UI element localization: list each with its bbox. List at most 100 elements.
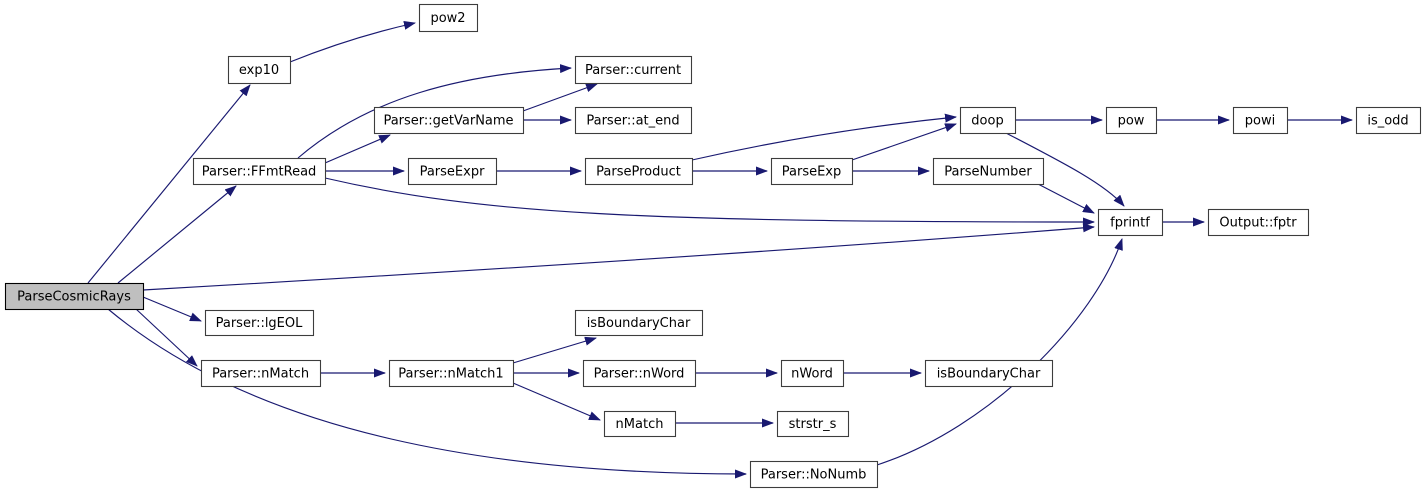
node-label-isBoundaryChar2: isBoundaryChar bbox=[937, 367, 1041, 382]
node-box-FFmtRead[interactable] bbox=[192, 157, 327, 186]
node-label-strstr_s: strstr_s bbox=[789, 417, 837, 432]
node-lgEOL[interactable]: Parser::lgEOL bbox=[204, 309, 315, 337]
node-label-nMatchG: nMatch bbox=[616, 417, 664, 432]
node-label-FFmtRead: Parser::FFmtRead bbox=[202, 165, 317, 180]
node-nMatchG[interactable]: nMatch bbox=[603, 410, 677, 438]
node-ParseProduct[interactable]: ParseProduct bbox=[584, 157, 694, 186]
node-exp10[interactable]: exp10 bbox=[227, 55, 292, 85]
node-box-nMatch1[interactable] bbox=[388, 359, 515, 388]
node-label-current: Parser::current bbox=[585, 63, 681, 78]
node-label-getVarName: Parser::getVarName bbox=[383, 114, 513, 129]
node-label-ParseCosmicRays: ParseCosmicRays bbox=[17, 290, 131, 305]
edge-FFmtRead-to-getVarName bbox=[324, 134, 391, 164]
node-label-ParseNumber: ParseNumber bbox=[944, 165, 1032, 180]
edge-doop-to-fprintf bbox=[1005, 132, 1125, 207]
edge-FFmtRead-to-fprintf bbox=[324, 177, 1095, 227]
node-ParseNumber[interactable]: ParseNumber bbox=[932, 157, 1045, 186]
edge-ParseCosmicRays-to-lgEOL bbox=[142, 296, 202, 322]
node-ParseExpr[interactable]: ParseExpr bbox=[407, 157, 498, 186]
node-box-lgEOL[interactable] bbox=[204, 309, 315, 337]
node-label-nWordP: Parser::nWord bbox=[594, 367, 685, 382]
node-label-isBoundaryChar1: isBoundaryChar bbox=[587, 316, 691, 331]
node-is_odd[interactable]: is_odd bbox=[1355, 106, 1422, 135]
node-box-ParseCosmicRays bbox=[4, 282, 145, 311]
node-box-pow[interactable] bbox=[1105, 106, 1158, 135]
node-ParseExp[interactable]: ParseExp bbox=[770, 157, 854, 186]
node-label-nMatchP: Parser::nMatch bbox=[212, 367, 309, 382]
edge-nMatch1-to-nMatchG bbox=[512, 382, 601, 421]
node-pow2[interactable]: pow2 bbox=[418, 3, 479, 33]
edge-ParseCosmicRays-to-exp10 bbox=[87, 84, 251, 284]
node-box-doop[interactable] bbox=[959, 106, 1017, 135]
node-label-nWord: nWord bbox=[791, 367, 833, 382]
node-nMatch1[interactable]: Parser::nMatch1 bbox=[388, 359, 515, 388]
node-label-at_end: Parser::at_end bbox=[586, 114, 679, 129]
node-box-ParseExpr[interactable] bbox=[407, 157, 498, 186]
edge-ParseExp-to-doop bbox=[851, 123, 957, 161]
node-label-powi: powi bbox=[1245, 114, 1275, 129]
node-label-ParseExpr: ParseExpr bbox=[420, 165, 485, 180]
edge-ParseProduct-to-doop bbox=[691, 113, 957, 161]
node-fprintf[interactable]: fprintf bbox=[1097, 208, 1164, 237]
node-box-OutputFptr[interactable] bbox=[1207, 208, 1310, 237]
node-box-ParseProduct[interactable] bbox=[584, 157, 694, 186]
node-powi[interactable]: powi bbox=[1232, 106, 1289, 135]
node-label-nMatch1: Parser::nMatch1 bbox=[398, 367, 503, 382]
edge-ParseCosmicRays-to-nMatchP bbox=[135, 308, 198, 367]
edge-nMatch1-to-isBoundaryChar1 bbox=[512, 336, 597, 364]
node-box-exp10[interactable] bbox=[227, 55, 292, 85]
node-doop[interactable]: doop bbox=[959, 106, 1017, 135]
node-label-pow2: pow2 bbox=[430, 11, 465, 26]
node-label-NoNumb: Parser::NoNumb bbox=[761, 468, 867, 483]
node-OutputFptr[interactable]: Output::fptr bbox=[1207, 208, 1310, 237]
node-box-at_end[interactable] bbox=[574, 106, 693, 135]
node-label-is_odd: is_odd bbox=[1367, 114, 1408, 129]
edge-ParseCosmicRays-to-NoNumb bbox=[107, 308, 747, 479]
node-isBoundaryChar1[interactable]: isBoundaryChar bbox=[574, 309, 704, 337]
node-box-nMatchP[interactable] bbox=[200, 359, 322, 388]
edge-NoNumb-to-fprintf bbox=[876, 238, 1123, 466]
node-label-pow: pow bbox=[1118, 114, 1145, 129]
node-ParseCosmicRays: ParseCosmicRays bbox=[4, 282, 145, 311]
node-nWord[interactable]: nWord bbox=[780, 359, 845, 388]
edge-exp10-to-pow2 bbox=[289, 20, 416, 63]
node-label-doop: doop bbox=[971, 114, 1003, 129]
node-box-ParseNumber[interactable] bbox=[932, 157, 1045, 186]
node-pow[interactable]: pow bbox=[1105, 106, 1158, 135]
node-box-is_odd[interactable] bbox=[1355, 106, 1422, 135]
node-box-nMatchG[interactable] bbox=[603, 410, 677, 438]
node-isBoundaryChar2[interactable]: isBoundaryChar bbox=[924, 359, 1054, 388]
edge-ParseNumber-to-fprintf bbox=[1037, 183, 1095, 214]
node-label-exp10: exp10 bbox=[239, 63, 279, 78]
node-nMatchP[interactable]: Parser::nMatch bbox=[200, 359, 322, 388]
node-label-fprintf: fprintf bbox=[1110, 216, 1150, 231]
node-box-strstr_s[interactable] bbox=[776, 410, 850, 438]
node-box-fprintf[interactable] bbox=[1097, 208, 1164, 237]
edge-ParseCosmicRays-to-fprintf bbox=[142, 223, 1095, 291]
node-at_end[interactable]: Parser::at_end bbox=[574, 106, 693, 135]
node-label-lgEOL: Parser::lgEOL bbox=[216, 316, 304, 331]
node-box-nWord[interactable] bbox=[780, 359, 845, 388]
node-label-ParseProduct: ParseProduct bbox=[596, 165, 681, 180]
node-box-pow2[interactable] bbox=[418, 3, 479, 33]
edge-FFmtRead-to-current bbox=[297, 64, 572, 159]
node-NoNumb[interactable]: Parser::NoNumb bbox=[749, 460, 879, 489]
edge-ParseCosmicRays-to-FFmtRead bbox=[117, 185, 237, 284]
node-box-getVarName[interactable] bbox=[373, 106, 525, 135]
node-FFmtRead[interactable]: Parser::FFmtRead bbox=[192, 157, 327, 186]
node-strstr_s[interactable]: strstr_s bbox=[776, 410, 850, 438]
node-nWordP[interactable]: Parser::nWord bbox=[582, 359, 697, 388]
node-box-isBoundaryChar2[interactable] bbox=[924, 359, 1054, 388]
node-box-ParseExp[interactable] bbox=[770, 157, 854, 186]
node-box-powi[interactable] bbox=[1232, 106, 1289, 135]
node-box-NoNumb[interactable] bbox=[749, 460, 879, 489]
node-getVarName[interactable]: Parser::getVarName bbox=[373, 106, 525, 135]
node-label-OutputFptr: Output::fptr bbox=[1219, 216, 1297, 231]
node-box-current[interactable] bbox=[574, 55, 693, 85]
node-current[interactable]: Parser::current bbox=[574, 55, 693, 85]
node-box-nWordP[interactable] bbox=[582, 359, 697, 388]
node-box-isBoundaryChar1[interactable] bbox=[574, 309, 704, 337]
edge-getVarName-to-current bbox=[522, 83, 598, 112]
